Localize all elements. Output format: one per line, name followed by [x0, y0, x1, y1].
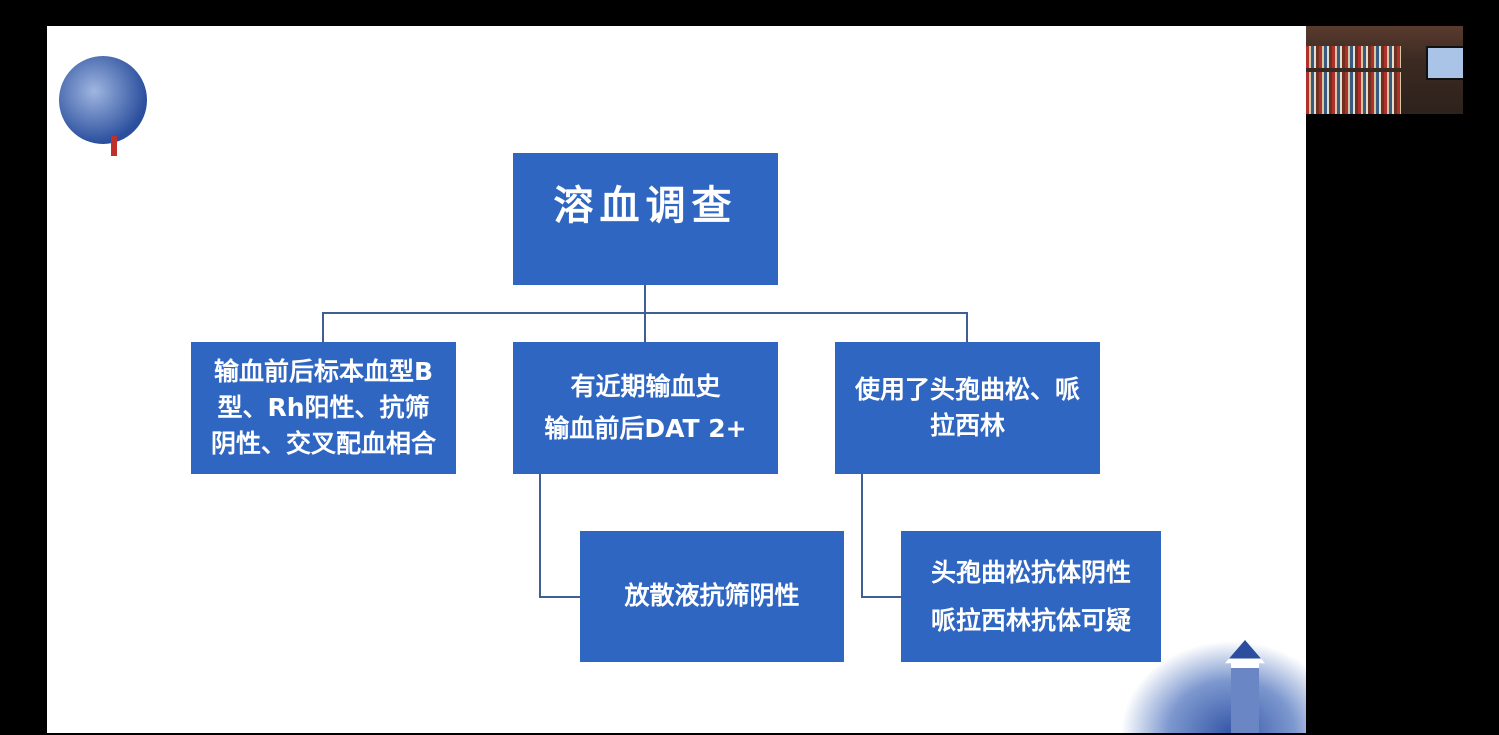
node-text: 拉西林 [929, 411, 1005, 440]
connector [861, 474, 863, 598]
root-title: 溶血调查 [553, 182, 738, 229]
node-text: 输血前后DAT 2+ [544, 414, 747, 443]
node-transfusion-history: 有近期输血史 输血前后DAT 2+ [513, 342, 778, 474]
node-text: 哌拉西林抗体可疑 [930, 605, 1131, 635]
node-text: 放散液抗筛阴性 [624, 581, 800, 611]
node-text: 阴性、交叉配血相合 [210, 429, 436, 459]
connector [322, 312, 324, 342]
node-text: 型、Rh阳性、抗筛 [217, 392, 430, 422]
connector [861, 596, 901, 598]
connector [539, 596, 580, 598]
node-drug-use: 使用了头孢曲松、哌 拉西林 [835, 342, 1100, 474]
node-text: 头孢曲松抗体阴性 [930, 558, 1131, 587]
node-drug-antibody: 头孢曲松抗体阴性 哌拉西林抗体可疑 [901, 531, 1161, 662]
red-seal [111, 136, 117, 156]
connector [322, 312, 968, 314]
root-node: 溶血调查 [513, 153, 778, 285]
node-text: 使用了头孢曲松、哌 [854, 374, 1080, 404]
tower-illustration-circle [59, 56, 147, 144]
node-blood-type: 输血前后标本血型B 型、Rh阳性、抗筛 阴性、交叉配血相合 [191, 342, 456, 474]
node-eluate-screen: 放散液抗筛阴性 [580, 531, 844, 662]
institution-logo [52, 30, 94, 42]
node-text: 有近期输血史 [570, 371, 721, 401]
node-text: 输血前后标本血型B [213, 356, 434, 386]
webcam-thumbnail[interactable] [1306, 26, 1463, 114]
connector [539, 474, 541, 598]
connector [966, 312, 968, 342]
tv-screen [1426, 46, 1463, 80]
